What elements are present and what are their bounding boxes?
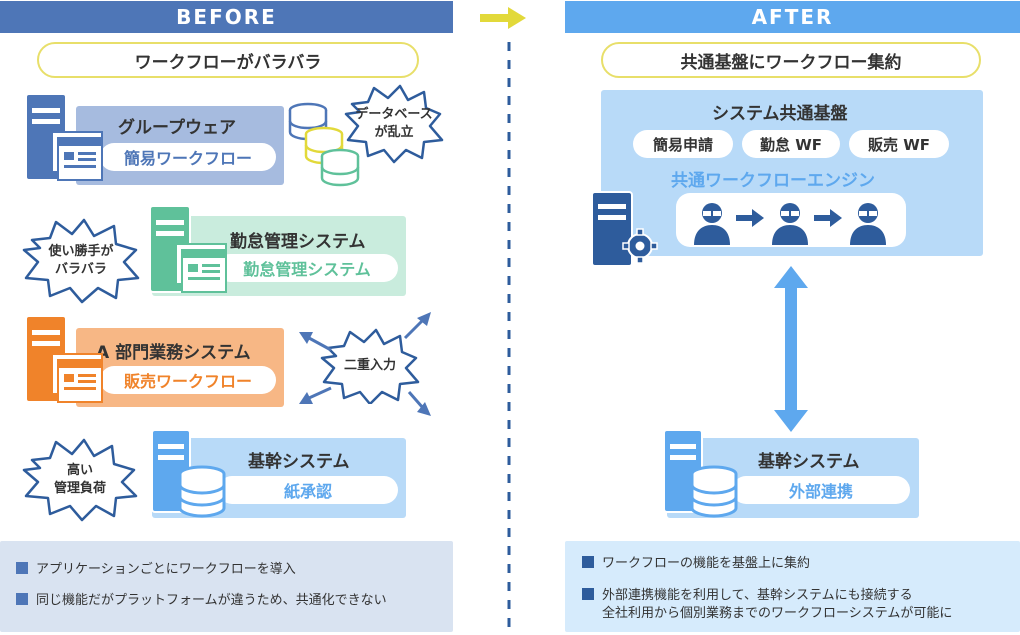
platform-title: システム共通基盤 — [712, 104, 848, 124]
approval-flow-icon — [694, 203, 886, 245]
before-header: BEFORE — [0, 1, 453, 33]
burst-management-load: 高い 管理負荷 — [22, 438, 138, 522]
attendance-title: 勤怠管理システム — [230, 232, 366, 252]
groupware-title: グループウェア — [118, 118, 236, 138]
burst-text: 使い勝手が バラバラ — [48, 244, 114, 277]
after-note-3: 全社利用から個別業務までのワークフローシステムが可能に — [602, 606, 953, 621]
wf-pill-sales: 販売 WF — [849, 130, 949, 158]
server-database-icon — [663, 429, 738, 518]
attendance-sub: 勤怠管理システム — [216, 254, 398, 282]
engine-title: 共通ワークフローエンジン — [671, 171, 875, 191]
server-icon — [25, 315, 103, 403]
burst-text: データベース が乱立 — [355, 107, 433, 140]
burst-usability: 使い勝手が バラバラ — [22, 218, 140, 304]
core-sub: 紙承認 — [218, 476, 398, 504]
burst-text: 二重入力 — [343, 358, 396, 373]
department-sub: 販売ワークフロー — [100, 366, 276, 394]
scatter-arrows-icon — [299, 312, 431, 416]
database-icon — [288, 102, 360, 187]
groupware-sub: 簡易ワークフロー — [100, 143, 276, 171]
divider — [507, 42, 511, 635]
server-gear-icon — [591, 191, 658, 267]
server-icon — [149, 205, 227, 293]
burst-database-sprawl: データベース が乱立 — [344, 84, 444, 164]
before-note-1: アプリケーションごとにワークフローを導入 — [16, 561, 296, 578]
wf-pill-simple: 簡易申請 — [633, 130, 733, 158]
before-notes — [0, 541, 453, 632]
server-icon — [25, 93, 103, 181]
after-note-1: ワークフローの機能を基盤上に集約 — [582, 555, 810, 572]
after-core-sub: 外部連携 — [732, 476, 910, 504]
after-notes — [565, 541, 1020, 632]
after-pill: 共通基盤にワークフロー集約 — [601, 42, 981, 78]
burst-double-entry: 二重入力 — [320, 328, 420, 404]
before-note-2: 同じ機能だがプラットフォームが違うため、共通化できない — [16, 592, 387, 609]
after-header: AFTER — [565, 1, 1020, 33]
before-pill: ワークフローがバラバラ — [37, 42, 419, 78]
server-database-icon — [151, 429, 226, 518]
burst-text: 高い 管理負荷 — [53, 463, 106, 496]
double-arrow-icon — [774, 266, 808, 432]
department-title: A 部門業務システム — [96, 343, 251, 363]
right-arrow-icon — [480, 7, 526, 29]
after-core-title: 基幹システム — [758, 452, 860, 472]
wf-pill-attendance: 勤怠 WF — [742, 130, 840, 158]
core-title: 基幹システム — [248, 452, 350, 472]
after-note-2: 外部連携機能を利用して、基幹システムにも接続する — [582, 587, 913, 604]
